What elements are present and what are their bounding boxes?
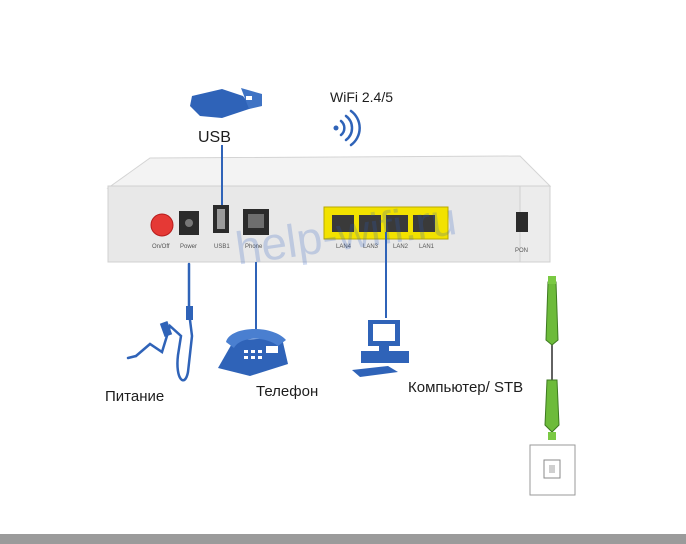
power-label: Питание <box>105 388 165 405</box>
port-label-lan2: LAN2 <box>393 244 409 250</box>
port-label-lan1: LAN1 <box>419 244 435 250</box>
port-label-power: Power <box>180 244 197 250</box>
fiber-socket-icon <box>529 444 576 496</box>
port-label-usb1: USB1 <box>214 244 230 250</box>
wifi-label: WiFi 2.4/5 <box>330 89 394 105</box>
telephone-icon <box>218 328 288 376</box>
computer-label: Компьютер/ STB <box>408 379 524 396</box>
lan-ports <box>332 215 435 232</box>
computer-icon <box>352 320 409 377</box>
usb-label: USB <box>198 129 231 146</box>
power-cable-icon <box>126 262 194 382</box>
port-label-phone: Phone <box>245 244 263 250</box>
port-label-onoff: On/Off <box>152 244 170 250</box>
bottom-bar <box>0 534 686 544</box>
port-label-lan4: LAN4 <box>336 244 352 250</box>
pon-port <box>516 212 528 232</box>
router-top <box>106 155 552 189</box>
port-label-pon: PON <box>515 248 528 254</box>
usb-stick-icon <box>190 88 262 118</box>
fiber-cable-icon <box>544 276 560 440</box>
onoff-button <box>150 213 174 237</box>
port-label-lan3: LAN3 <box>363 244 379 250</box>
phone-label: Телефон <box>256 383 319 400</box>
wifi-icon <box>333 109 361 147</box>
